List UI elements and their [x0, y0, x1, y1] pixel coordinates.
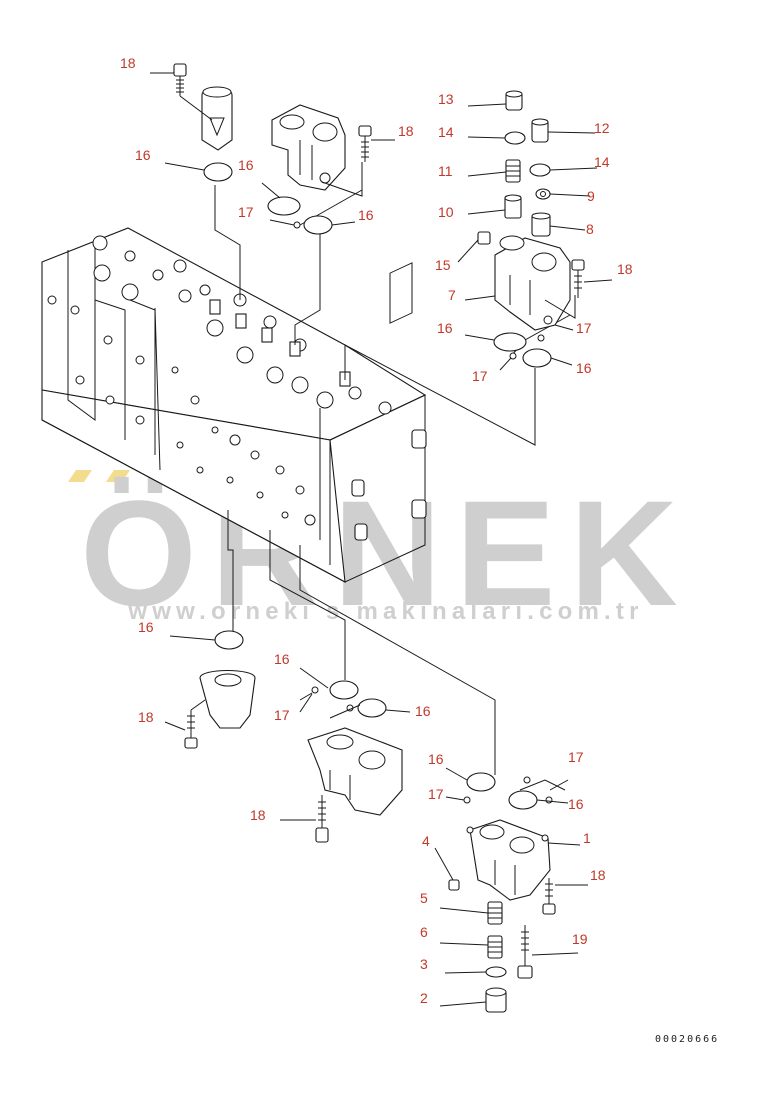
callout-16: 16 [428, 751, 444, 767]
top-right-valve-stack [477, 90, 585, 368]
callout-4: 4 [422, 833, 430, 849]
callout-1: 1 [583, 830, 591, 846]
callout-16: 16 [135, 147, 151, 163]
callout-17: 17 [568, 749, 584, 765]
callout-14: 14 [438, 124, 454, 140]
watermark-accent-left [68, 470, 92, 482]
callout-6: 6 [420, 924, 428, 940]
callout-16: 16 [437, 320, 453, 336]
callout-13: 13 [438, 91, 454, 107]
callout-2: 2 [420, 990, 428, 1006]
drawing-code: 00020666 [655, 1034, 720, 1045]
bottom-right-valve [448, 772, 566, 1013]
top-middle-valve [267, 104, 372, 235]
watermark-accent-right [106, 470, 130, 482]
callout-16: 16 [576, 360, 592, 376]
callout-17: 17 [576, 320, 592, 336]
callout-5: 5 [420, 890, 428, 906]
callout-16: 16 [238, 157, 254, 173]
callout-18: 18 [250, 807, 266, 823]
callout-15: 15 [435, 257, 451, 273]
callout-8: 8 [586, 221, 594, 237]
callout-17: 17 [428, 786, 444, 802]
callout-18: 18 [120, 55, 136, 71]
bottom-middle-valve [299, 680, 403, 843]
callout-12: 12 [594, 120, 610, 136]
callout-16: 16 [568, 796, 584, 812]
callout-leaders [150, 72, 613, 1007]
callout-16: 16 [358, 207, 374, 223]
callout-16: 16 [274, 651, 290, 667]
callout-10: 10 [438, 204, 454, 220]
main-valve-block [41, 227, 427, 583]
callout-18: 18 [398, 123, 414, 139]
callout-7: 7 [448, 287, 456, 303]
callout-17: 17 [274, 707, 290, 723]
watermark-brand: ÖRNEK [80, 469, 692, 637]
callout-11: 11 [438, 163, 453, 179]
callout-18: 18 [590, 867, 606, 883]
callout-18: 18 [138, 709, 154, 725]
callout-3: 3 [420, 956, 428, 972]
callout-14: 14 [594, 154, 610, 170]
bottom-left-cover [184, 630, 256, 749]
callout-9: 9 [587, 188, 595, 204]
callout-16: 16 [415, 703, 431, 719]
watermark-url: www.orneki s makinalari.com.tr [128, 598, 644, 625]
callout-17: 17 [238, 204, 254, 220]
top-left-valve-cover [173, 63, 233, 182]
callout-17: 17 [472, 368, 488, 384]
callout-16: 16 [138, 619, 154, 635]
callout-18: 18 [617, 261, 633, 277]
callout-19: 19 [572, 931, 588, 947]
